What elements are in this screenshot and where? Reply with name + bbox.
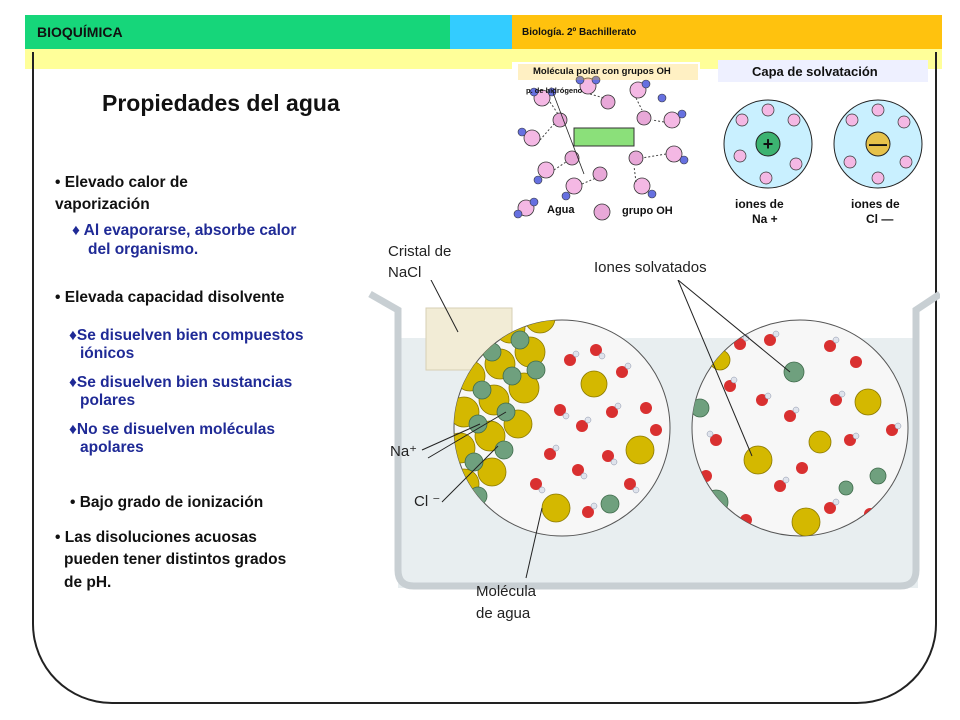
polar-molecule-illustration	[513, 75, 689, 221]
sub-polar-line1: ♦Se disuelven bien sustancias	[69, 374, 293, 391]
cl-ion-label-line2: Cl —	[866, 212, 894, 226]
polar-diagram-title: Molécula polar con grupos OH	[533, 66, 671, 77]
sub-heat-line1: ♦ Al evaporarse, absorbe calor	[72, 222, 297, 239]
sub-ionic-line2: iónicos	[80, 345, 135, 362]
cl-ion-label-line1: iones de	[851, 197, 900, 211]
polar-title-band	[518, 64, 698, 80]
crystal-label-line1: Cristal de	[388, 243, 452, 260]
sub-apolar-line1: ♦No se disuelven moléculas	[69, 421, 276, 438]
bullet-heat-line2: vaporización	[55, 196, 150, 213]
hydrogen-bond-label: p. de hidrógeno	[526, 86, 583, 95]
section-title: BIOQUÍMICA	[37, 24, 123, 40]
bullet-ph-line1: • Las disoluciones acuosas	[55, 529, 257, 546]
bullet-heat-line1: • Elevado calor de	[55, 174, 188, 191]
solvated-circle	[691, 319, 909, 537]
sub-polar-line2: polares	[80, 392, 136, 409]
water-label: Agua	[547, 204, 575, 216]
beaker-glass	[368, 290, 940, 590]
oh-group-label: grupo OH	[622, 205, 673, 217]
na-label: Na⁺	[390, 443, 418, 460]
sub-ionic-line1: ♦Se disuelven bien compuestos	[69, 327, 304, 344]
solvation-diagram: + —	[718, 60, 928, 236]
header-accent-bar	[450, 15, 512, 49]
page-title: Propiedades del agua	[102, 90, 340, 116]
bullet-solvent: • Elevada capacidad disolvente	[55, 289, 285, 306]
solvated-ions-label: Iones solvatados	[594, 259, 707, 276]
header-strip	[25, 49, 942, 69]
header-course-bar	[512, 15, 942, 49]
na-ion-label-line2: Na +	[752, 212, 778, 226]
header-section-bar	[25, 15, 450, 49]
course-title: Biología. 2º Bachillerato	[522, 27, 637, 38]
slide-frame	[32, 52, 937, 704]
cl-label: Cl ⁻	[414, 493, 441, 510]
sub-apolar-line2: apolares	[80, 439, 144, 456]
bullet-ph-line2: pueden tener distintos grados	[64, 551, 287, 568]
svg-text:—: —	[869, 134, 887, 154]
solvation-illustration: + —	[718, 60, 928, 189]
water-molecule-label-line1: Molécula	[476, 583, 537, 600]
bullet-ph-line3: de pH.	[64, 574, 112, 591]
water-molecule-label-line2: de agua	[476, 605, 531, 622]
solvation-title: Capa de solvatación	[752, 64, 878, 79]
beaker-illustration	[368, 280, 940, 590]
na-ion-label-line1: iones de	[735, 197, 784, 211]
bullet-ionization: • Bajo grado de ionización	[70, 494, 264, 511]
sub-heat-line2: del organismo.	[88, 241, 199, 258]
polar-molecule-diagram	[512, 62, 700, 232]
svg-text:+: +	[763, 134, 774, 154]
crystal-label-line2: NaCl	[388, 264, 422, 281]
